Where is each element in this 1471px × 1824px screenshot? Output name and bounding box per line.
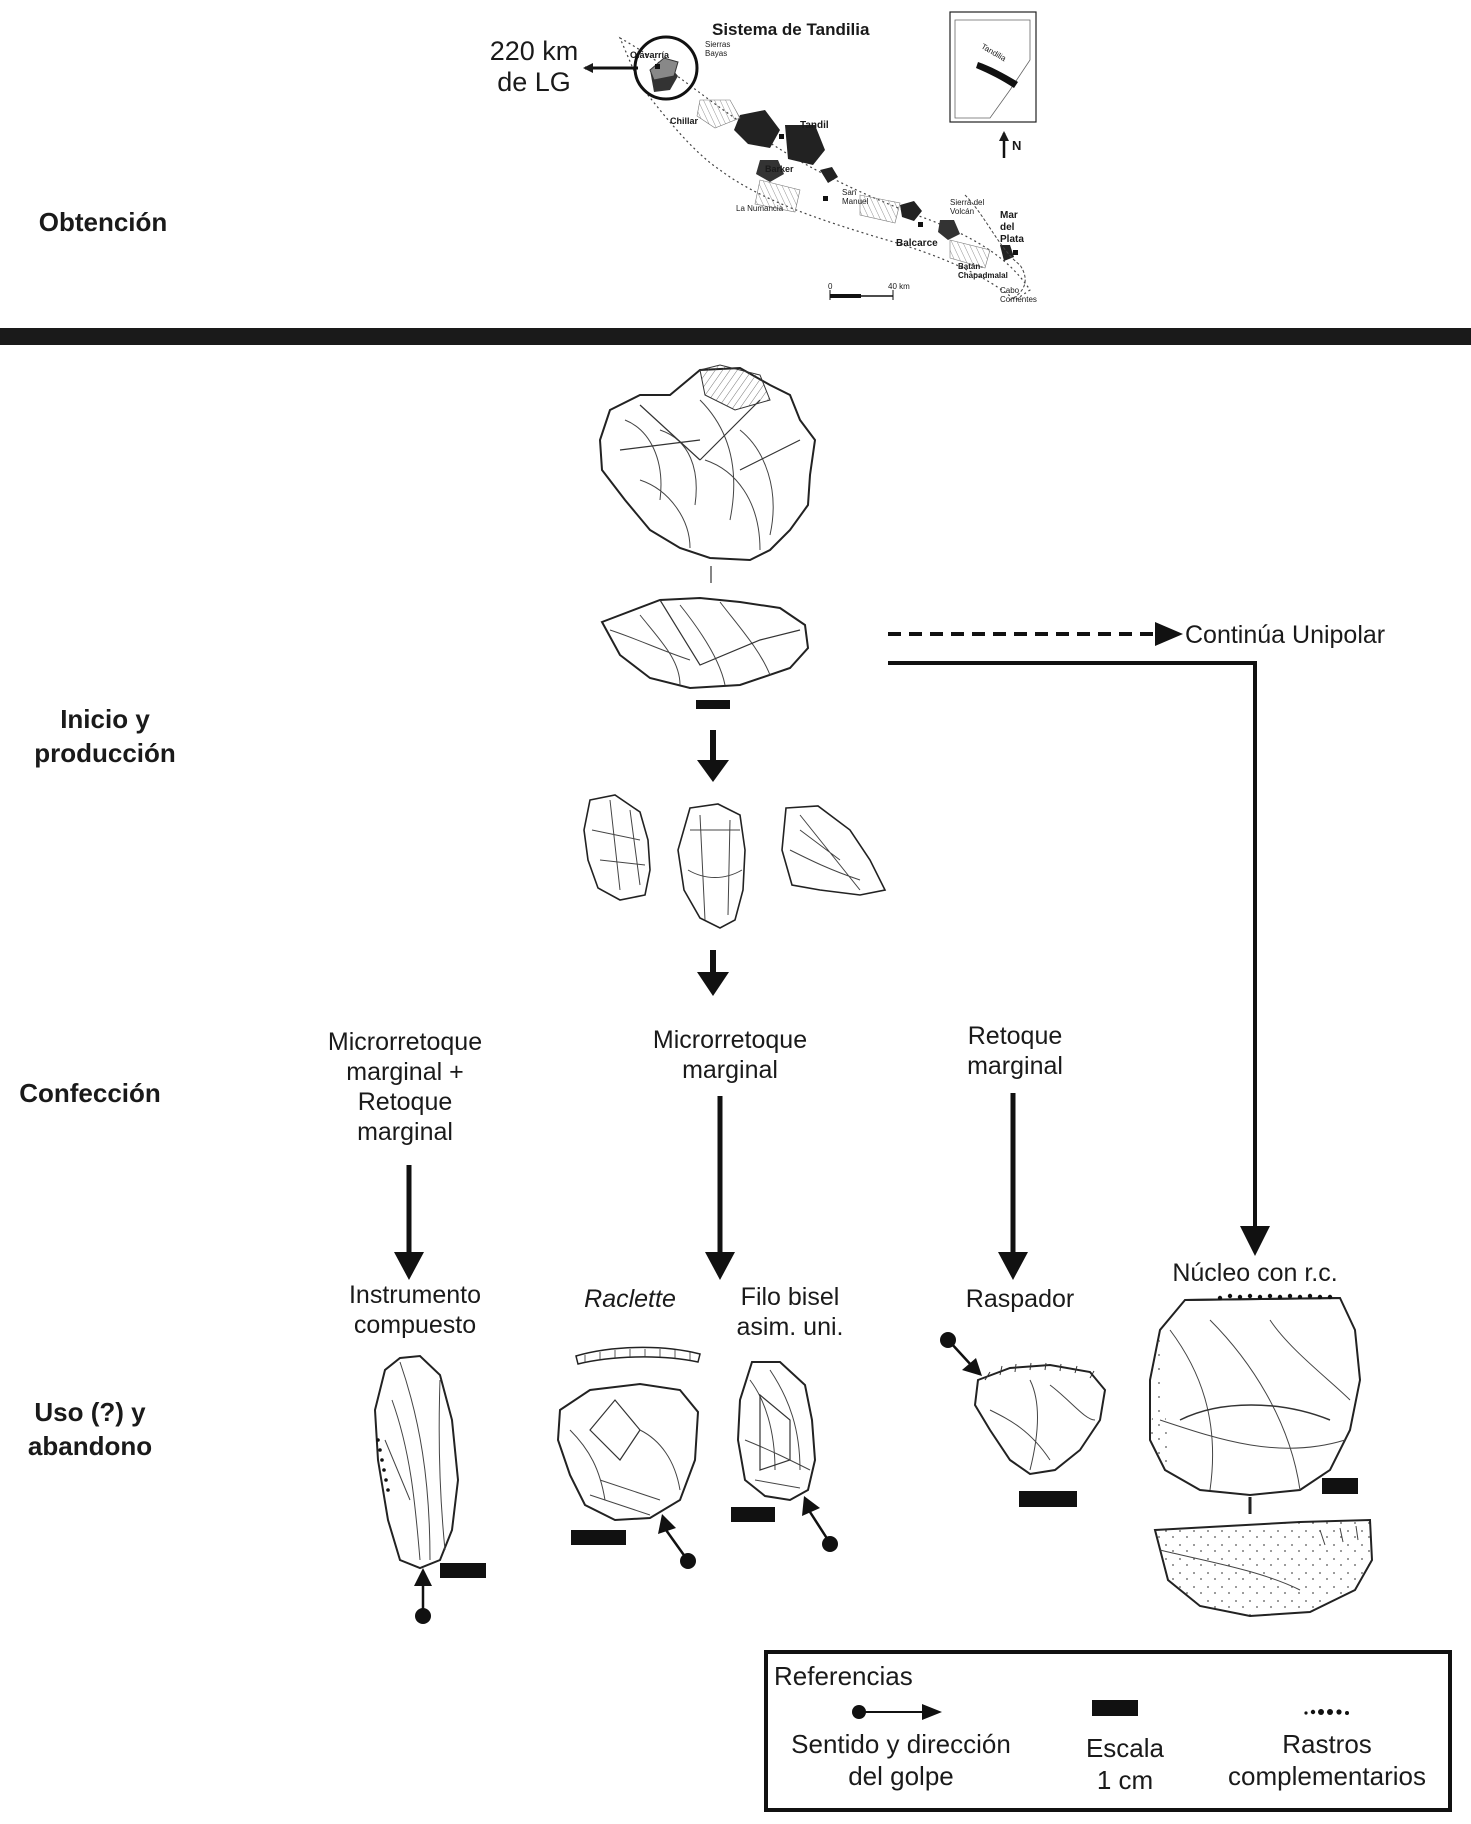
scale-bar-raclette [571, 1530, 626, 1545]
conf-left-line3: Retoque [357, 1088, 453, 1116]
scale-bar-filo [731, 1507, 775, 1522]
core-drawing-side [600, 596, 810, 690]
place-sierra-volcan: Sierra del Volcán [950, 198, 985, 216]
instrumento-label: Instrumento compuesto [315, 1280, 515, 1340]
place-chillar: Chillar [670, 116, 699, 126]
legend-box [764, 1650, 1452, 1812]
nucleo-drawing [1149, 1293, 1362, 1497]
legend-escala-line1: Escala [1085, 1733, 1165, 1763]
place-tandil: Tandil [800, 120, 829, 131]
map-scale-0: 0 [828, 282, 833, 291]
confeccion-right-label: Retoque marginal [920, 1021, 1110, 1081]
place-mar-del-plata: Mar del Plata [1000, 210, 1024, 245]
raspador-label: Raspador [965, 1285, 1075, 1313]
map-distance-line1: 220 km [489, 36, 579, 66]
legend-golpe-line2: del golpe [848, 1761, 954, 1791]
conf-right-line2: marginal [967, 1052, 1063, 1080]
map-title: Sistema de Tandilia [712, 20, 870, 39]
conf-right-line1: Retoque [967, 1022, 1063, 1050]
place-san-manuel: San Manuel [842, 188, 869, 206]
legend-golpe-line1: Sentido y dirección [791, 1729, 1011, 1759]
nucleo-label: Núcleo con r.c. [1172, 1259, 1338, 1287]
conf-left-line4: marginal [357, 1118, 453, 1146]
golpe-marker-filo [802, 1496, 838, 1552]
confeccion-left-label: Microrretoque marginal + Retoque margina… [295, 1027, 515, 1147]
legend-title: Referencias [774, 1661, 913, 1691]
instrumento-line1: Instrumento [348, 1281, 481, 1309]
stage-uso-line2: abandono [27, 1431, 153, 1461]
north-label: N [1012, 138, 1022, 153]
stage-inicio-line1: Inicio y [60, 704, 150, 734]
legend-escala-line2: 1 cm [1096, 1765, 1154, 1795]
raclette-drawing [556, 1346, 701, 1522]
filo-bisel-label: Filo bisel asim. uni. [715, 1282, 865, 1342]
conf-mid-line2: marginal [682, 1056, 778, 1084]
legend-escala-label: Escala 1 cm [1055, 1732, 1195, 1796]
place-la-numancia: La Numancia [736, 204, 784, 213]
legend-rastros-line2: complementarios [1228, 1761, 1426, 1791]
flake-2 [677, 803, 746, 929]
place-cabo-corrientes: Cabo Corrientes [1000, 286, 1037, 304]
instrumento-line2: compuesto [353, 1311, 477, 1339]
core-drawing-top [598, 364, 817, 562]
place-balcarce: Balcarce [896, 238, 938, 249]
instrumento-compuesto-drawing [373, 1354, 460, 1570]
scale-bar-nucleo [1322, 1478, 1358, 1494]
legend-golpe-icon [852, 1704, 942, 1720]
nucleo-side-drawing [1153, 1518, 1374, 1618]
stage-inicio: Inicio y producción [10, 702, 200, 770]
place-sierras-bayas: Sierras Bayas [705, 40, 731, 58]
stage-inicio-line2: producción [34, 738, 176, 768]
conf-left-line1: Microrretoque [327, 1028, 483, 1056]
stage-obtencion: Obtención [38, 207, 168, 237]
flake-1 [583, 794, 651, 901]
legend-escala-icon [1092, 1700, 1138, 1716]
map-distance-line2: de LG [497, 67, 571, 97]
golpe-marker-instrumento [414, 1568, 432, 1624]
scale-bar-raspador [1019, 1491, 1077, 1507]
conf-left-line2: marginal + [346, 1058, 464, 1086]
filo-line2: asim. uni. [736, 1313, 844, 1341]
conf-mid-line1: Microrretoque [652, 1026, 808, 1054]
golpe-marker-raclette [658, 1514, 696, 1569]
legend-rastros-icon [1304, 1709, 1349, 1715]
scale-bar-instrumento [440, 1563, 486, 1578]
tandilia-map [583, 11, 1037, 301]
scale-bar-core [696, 700, 730, 709]
golpe-marker-raspador [940, 1332, 982, 1376]
legend-rastros-label: Rastros complementarios [1206, 1728, 1448, 1792]
filo-bisel-drawing [736, 1361, 817, 1502]
flake-3 [781, 805, 887, 896]
map-scale-40: 40 km [888, 282, 910, 291]
map-distance: 220 km de LG [486, 36, 582, 98]
legend-golpe-label: Sentido y dirección del golpe [766, 1728, 1036, 1792]
legend-rastros-line1: Rastros [1282, 1729, 1372, 1759]
raclette-label: Raclette [584, 1285, 676, 1313]
stage-confeccion: Confección [19, 1078, 161, 1108]
place-olavarria: Olavarría [630, 50, 670, 60]
section-divider [0, 328, 1471, 345]
place-barker: Barker [765, 164, 794, 174]
confeccion-mid-label: Microrretoque marginal [620, 1025, 840, 1085]
stage-uso: Uso (?) y abandono [10, 1395, 170, 1463]
raspador-drawing [973, 1362, 1107, 1476]
continua-unipolar-label: Continúa Unipolar [1185, 621, 1386, 649]
stage-uso-line1: Uso (?) y [34, 1397, 146, 1427]
place-batan: Batán-Chapadmalal [958, 262, 1008, 280]
filo-line1: Filo bisel [740, 1283, 840, 1311]
